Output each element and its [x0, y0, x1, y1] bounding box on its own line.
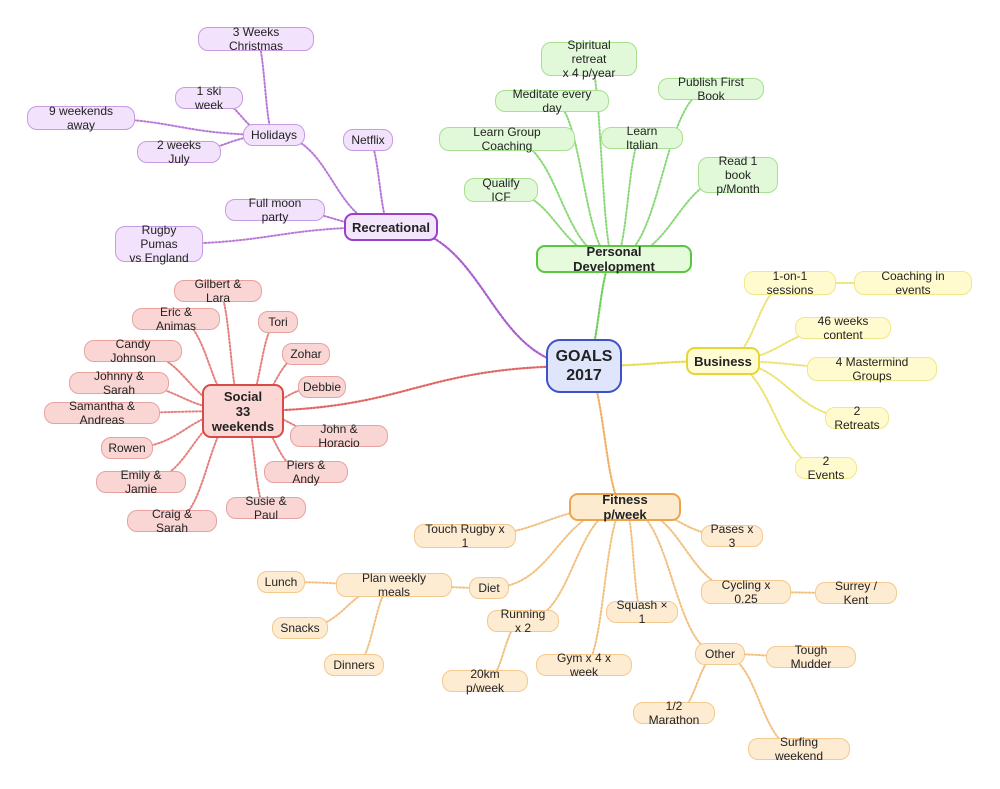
node-spiritual-retreat[interactable]: Spiritual retreat x 4 p/year — [541, 38, 637, 80]
node-mastermind-groups[interactable]: 4 Mastermind Groups — [807, 355, 937, 383]
node-learn-group-coaching[interactable]: Learn Group Coaching — [439, 125, 575, 153]
node-2-weeks-july[interactable]: 2 weeks July — [137, 138, 221, 166]
node-rugby-pumas[interactable]: Rugby Pumas vs England — [115, 223, 203, 265]
center-node-goals[interactable]: GOALS 2017 — [546, 339, 622, 393]
node-samantha-andreas[interactable]: Samantha & Andreas — [44, 399, 160, 427]
branch-fitness[interactable]: Fitness p/week — [569, 492, 681, 522]
node-eric-animas[interactable]: Eric & Animas — [132, 305, 220, 333]
branch-social[interactable]: Social 33 weekends — [202, 384, 284, 438]
node-2-events[interactable]: 2 Events — [795, 454, 857, 482]
node-publish-book[interactable]: Publish First Book — [658, 75, 764, 103]
node-coaching-in-events[interactable]: Coaching in events — [854, 269, 972, 297]
node-46-weeks-content[interactable]: 46 weeks content — [795, 314, 891, 342]
node-susie-paul[interactable]: Susie & Paul — [226, 494, 306, 522]
connector-squash — [624, 506, 643, 613]
node-lunch[interactable]: Lunch — [257, 571, 305, 593]
node-1-on-1-sessions[interactable]: 1-on-1 sessions — [744, 269, 836, 297]
node-dinners[interactable]: Dinners — [324, 654, 384, 676]
node-rowen[interactable]: Rowen — [101, 437, 153, 459]
node-other[interactable]: Other — [695, 643, 745, 665]
node-debbie[interactable]: Debbie — [298, 376, 346, 398]
node-learn-italian[interactable]: Learn Italian — [601, 124, 683, 152]
node-full-moon-party[interactable]: Full moon party — [225, 196, 325, 224]
node-gilbert-lara[interactable]: Gilbert & Lara — [174, 277, 262, 305]
node-netflix[interactable]: Netflix — [343, 129, 393, 151]
node-2-retreats[interactable]: 2 Retreats — [825, 404, 889, 432]
node-pases[interactable]: Pases x 3 — [701, 522, 763, 550]
branch-personal-development[interactable]: Personal Development — [536, 244, 692, 274]
node-craig-sarah[interactable]: Craig & Sarah — [127, 507, 217, 535]
node-snacks[interactable]: Snacks — [272, 617, 328, 639]
node-surfing-weekend[interactable]: Surfing weekend — [748, 735, 850, 763]
connector-christmas — [255, 38, 275, 136]
node-diet[interactable]: Diet — [469, 577, 509, 599]
node-emily-jamie[interactable]: Emily & Jamie — [96, 468, 186, 496]
node-meditate[interactable]: Meditate every day — [495, 87, 609, 115]
node-gym[interactable]: Gym x 4 x week — [536, 651, 632, 679]
node-holidays[interactable]: Holidays — [243, 124, 305, 146]
node-9-weekends-away[interactable]: 9 weekends away — [27, 104, 135, 132]
node-tough-mudder[interactable]: Tough Mudder — [766, 643, 856, 671]
node-piers-andy[interactable]: Piers & Andy — [264, 458, 348, 486]
node-candy-johnson[interactable]: Candy Johnson — [84, 337, 182, 365]
node-qualify-icf[interactable]: Qualify ICF — [464, 176, 538, 204]
node-half-marathon[interactable]: 1/2 Marathon — [633, 699, 715, 727]
node-john-horacio[interactable]: John & Horacio — [290, 422, 388, 450]
node-tori[interactable]: Tori — [258, 311, 298, 333]
node-cycling[interactable]: Cycling x 0.25 — [701, 578, 791, 606]
node-zohar[interactable]: Zohar — [282, 343, 330, 365]
node-plan-weekly-meals[interactable]: Plan weekly meals — [336, 571, 452, 599]
node-johnny-sarah[interactable]: Johnny & Sarah — [69, 369, 169, 397]
node-touch-rugby[interactable]: Touch Rugby x 1 — [414, 522, 516, 550]
node-read-book[interactable]: Read 1 book p/Month — [698, 154, 778, 196]
node-1-ski-week[interactable]: 1 ski week — [175, 84, 243, 112]
connector-social — [241, 364, 586, 413]
node-surrey-kent[interactable]: Surrey / Kent — [815, 579, 897, 607]
node-squash[interactable]: Squash × 1 — [606, 598, 678, 626]
branch-recreational[interactable]: Recreational — [344, 213, 438, 241]
node-3-weeks-christmas[interactable]: 3 Weeks Christmas — [198, 25, 314, 53]
node-running[interactable]: Running x 2 — [487, 607, 559, 635]
branch-business[interactable]: Business — [686, 347, 760, 375]
node-20km-week[interactable]: 20km p/week — [442, 667, 528, 695]
